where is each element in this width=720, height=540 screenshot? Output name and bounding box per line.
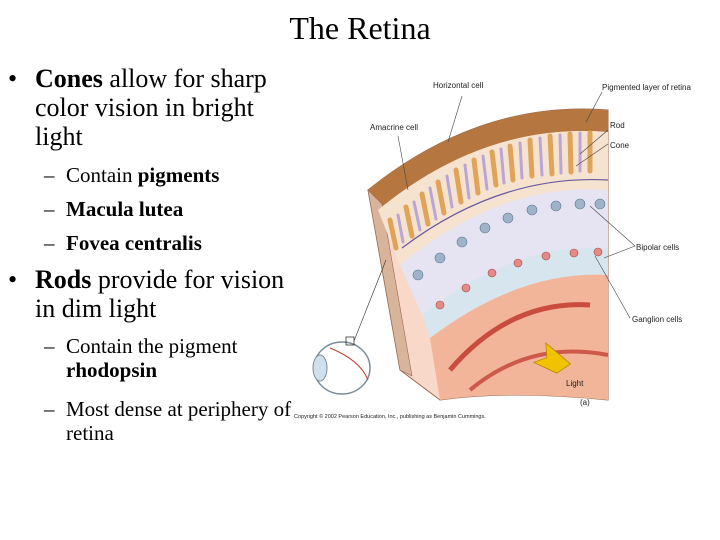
label-cone: Cone [610, 141, 630, 150]
bullet-cones-rest: allow for sharp color vision in bright l… [35, 64, 267, 151]
dash-glyph: – [44, 334, 55, 358]
bullet-cones-text: Cones allow for sharp color vision in br… [35, 64, 300, 151]
dash-glyph: – [44, 231, 55, 255]
light-arrow [532, 342, 572, 374]
nerve-fiber-layer [422, 247, 608, 338]
label-panel: (a) [580, 398, 590, 407]
dash-glyph: – [44, 163, 55, 187]
blood-vessel [468, 349, 609, 392]
blood-vessel [448, 302, 591, 372]
choroid-side [367, 189, 413, 377]
label-bipolar-cells: Bipolar cells [636, 243, 679, 252]
sub-bullet-bold: pigments [137, 163, 220, 187]
photoreceptor-cells [387, 130, 593, 251]
pigmented-layer-band [368, 109, 608, 210]
sub-bullet-pre: Contain the pigment [66, 334, 238, 358]
bullet-rods-rest: provide for vision in dim light [35, 265, 285, 323]
copyright-text: Copyright © 2002 Pearson Education, Inc.… [294, 413, 486, 420]
label-rod: Rod [610, 121, 625, 130]
sub-bullet-bold: rhodopsin [66, 358, 158, 382]
bipolar-cells [412, 198, 606, 281]
retina-diagram: Horizontal cell Amacrine cell Pigmented … [294, 81, 691, 420]
bullet-rods-bold: Rods [35, 265, 92, 294]
sub-bullet-bold: Fovea centralis [66, 231, 202, 255]
retina-figure: Horizontal cell Amacrine cell Pigmented … [290, 70, 720, 430]
bipolar-layer [400, 189, 608, 315]
ganglion-cells [435, 247, 603, 310]
sub-bullet-pre: Most dense at periphery of retina [66, 397, 292, 445]
horizontal-cell-process [401, 178, 609, 249]
bullet-cones-bold: Cones [35, 64, 103, 93]
slide-title: The Retina [289, 10, 431, 46]
label-pigmented-layer: Pigmented layer of retina [602, 83, 691, 92]
bullet-glyph: • [8, 265, 18, 294]
dash-glyph: – [44, 197, 55, 221]
sub-bullet-bold: Macula lutea [66, 197, 184, 221]
eye-inset-icon [312, 259, 387, 395]
label-horizontal-cell: Horizontal cell [433, 81, 483, 90]
sub-bullet-pre: Contain [66, 163, 138, 187]
bullet-rods-text: Rods provide for vision in dim light [35, 265, 300, 323]
bullet-glyph: • [8, 64, 18, 93]
leader-lines [397, 91, 636, 319]
label-light: Light [566, 379, 584, 388]
label-ganglion-cells: Ganglion cells [632, 315, 682, 324]
dash-glyph: – [44, 397, 55, 421]
label-amacrine-cell: Amacrine cell [370, 123, 418, 132]
